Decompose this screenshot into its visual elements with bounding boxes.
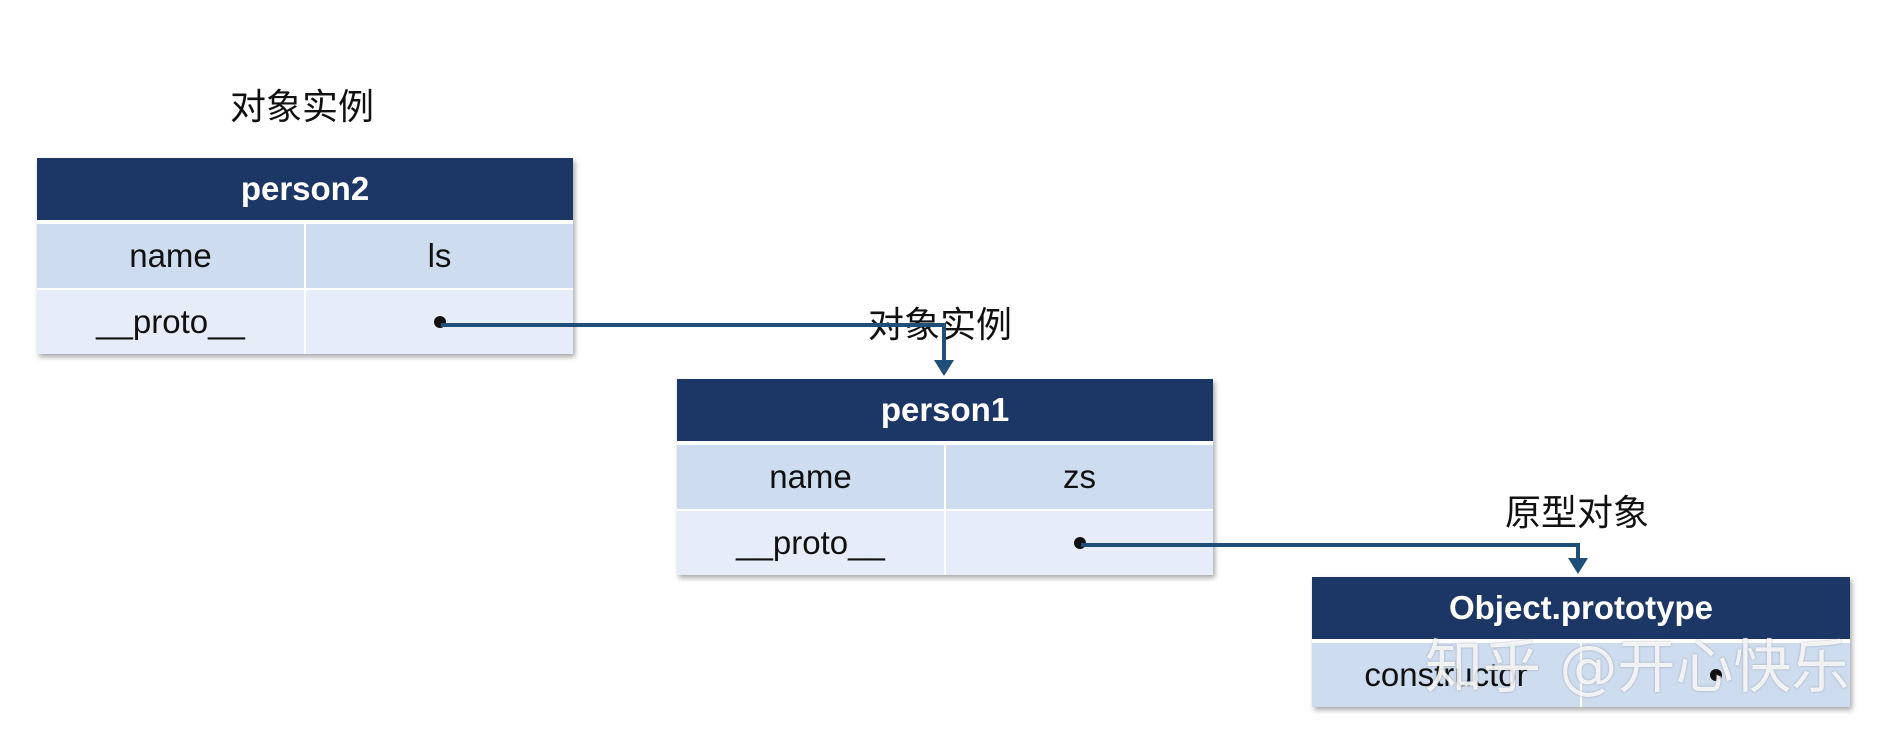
person2-table: person2 name ls __proto__ — [37, 158, 573, 354]
person1-row-name: name zs — [677, 445, 1213, 509]
person2-row-proto: __proto__ — [37, 288, 573, 354]
person1-name-key: name — [769, 458, 852, 495]
constructor-pointer — [1580, 643, 1850, 707]
person1-to-prototype-arrow — [1081, 543, 1580, 570]
object-prototype-row-constructor: constructor — [1312, 643, 1850, 707]
arrowhead — [934, 360, 954, 376]
person1-proto-key: __proto__ — [736, 524, 885, 561]
pointer-dot — [1710, 669, 1722, 681]
person1-row-proto: __proto__ — [677, 509, 1213, 575]
person2-row-name: name ls — [37, 224, 573, 288]
prototype-caption: 原型对象 — [1505, 493, 1650, 534]
person1-name-value: zs — [944, 445, 1213, 509]
person1-title: person1 — [677, 379, 1213, 445]
person2-proto-key: __proto__ — [96, 303, 245, 340]
person2-name-key: name — [129, 237, 212, 274]
object-prototype-title: Object.prototype — [1312, 577, 1850, 643]
object-prototype-table: Object.prototype constructor — [1312, 577, 1850, 707]
person1-table: person1 name zs __proto__ — [677, 379, 1213, 575]
constructor-key: constructor — [1364, 656, 1528, 693]
person2-title: person2 — [37, 158, 573, 224]
person2-caption: 对象实例 — [230, 87, 375, 128]
arrowhead — [1568, 558, 1588, 574]
person2-name-value: ls — [304, 224, 573, 288]
person2-to-person1-arrow — [441, 323, 946, 372]
watermark: 知乎 @开心快乐 — [1425, 633, 1850, 701]
